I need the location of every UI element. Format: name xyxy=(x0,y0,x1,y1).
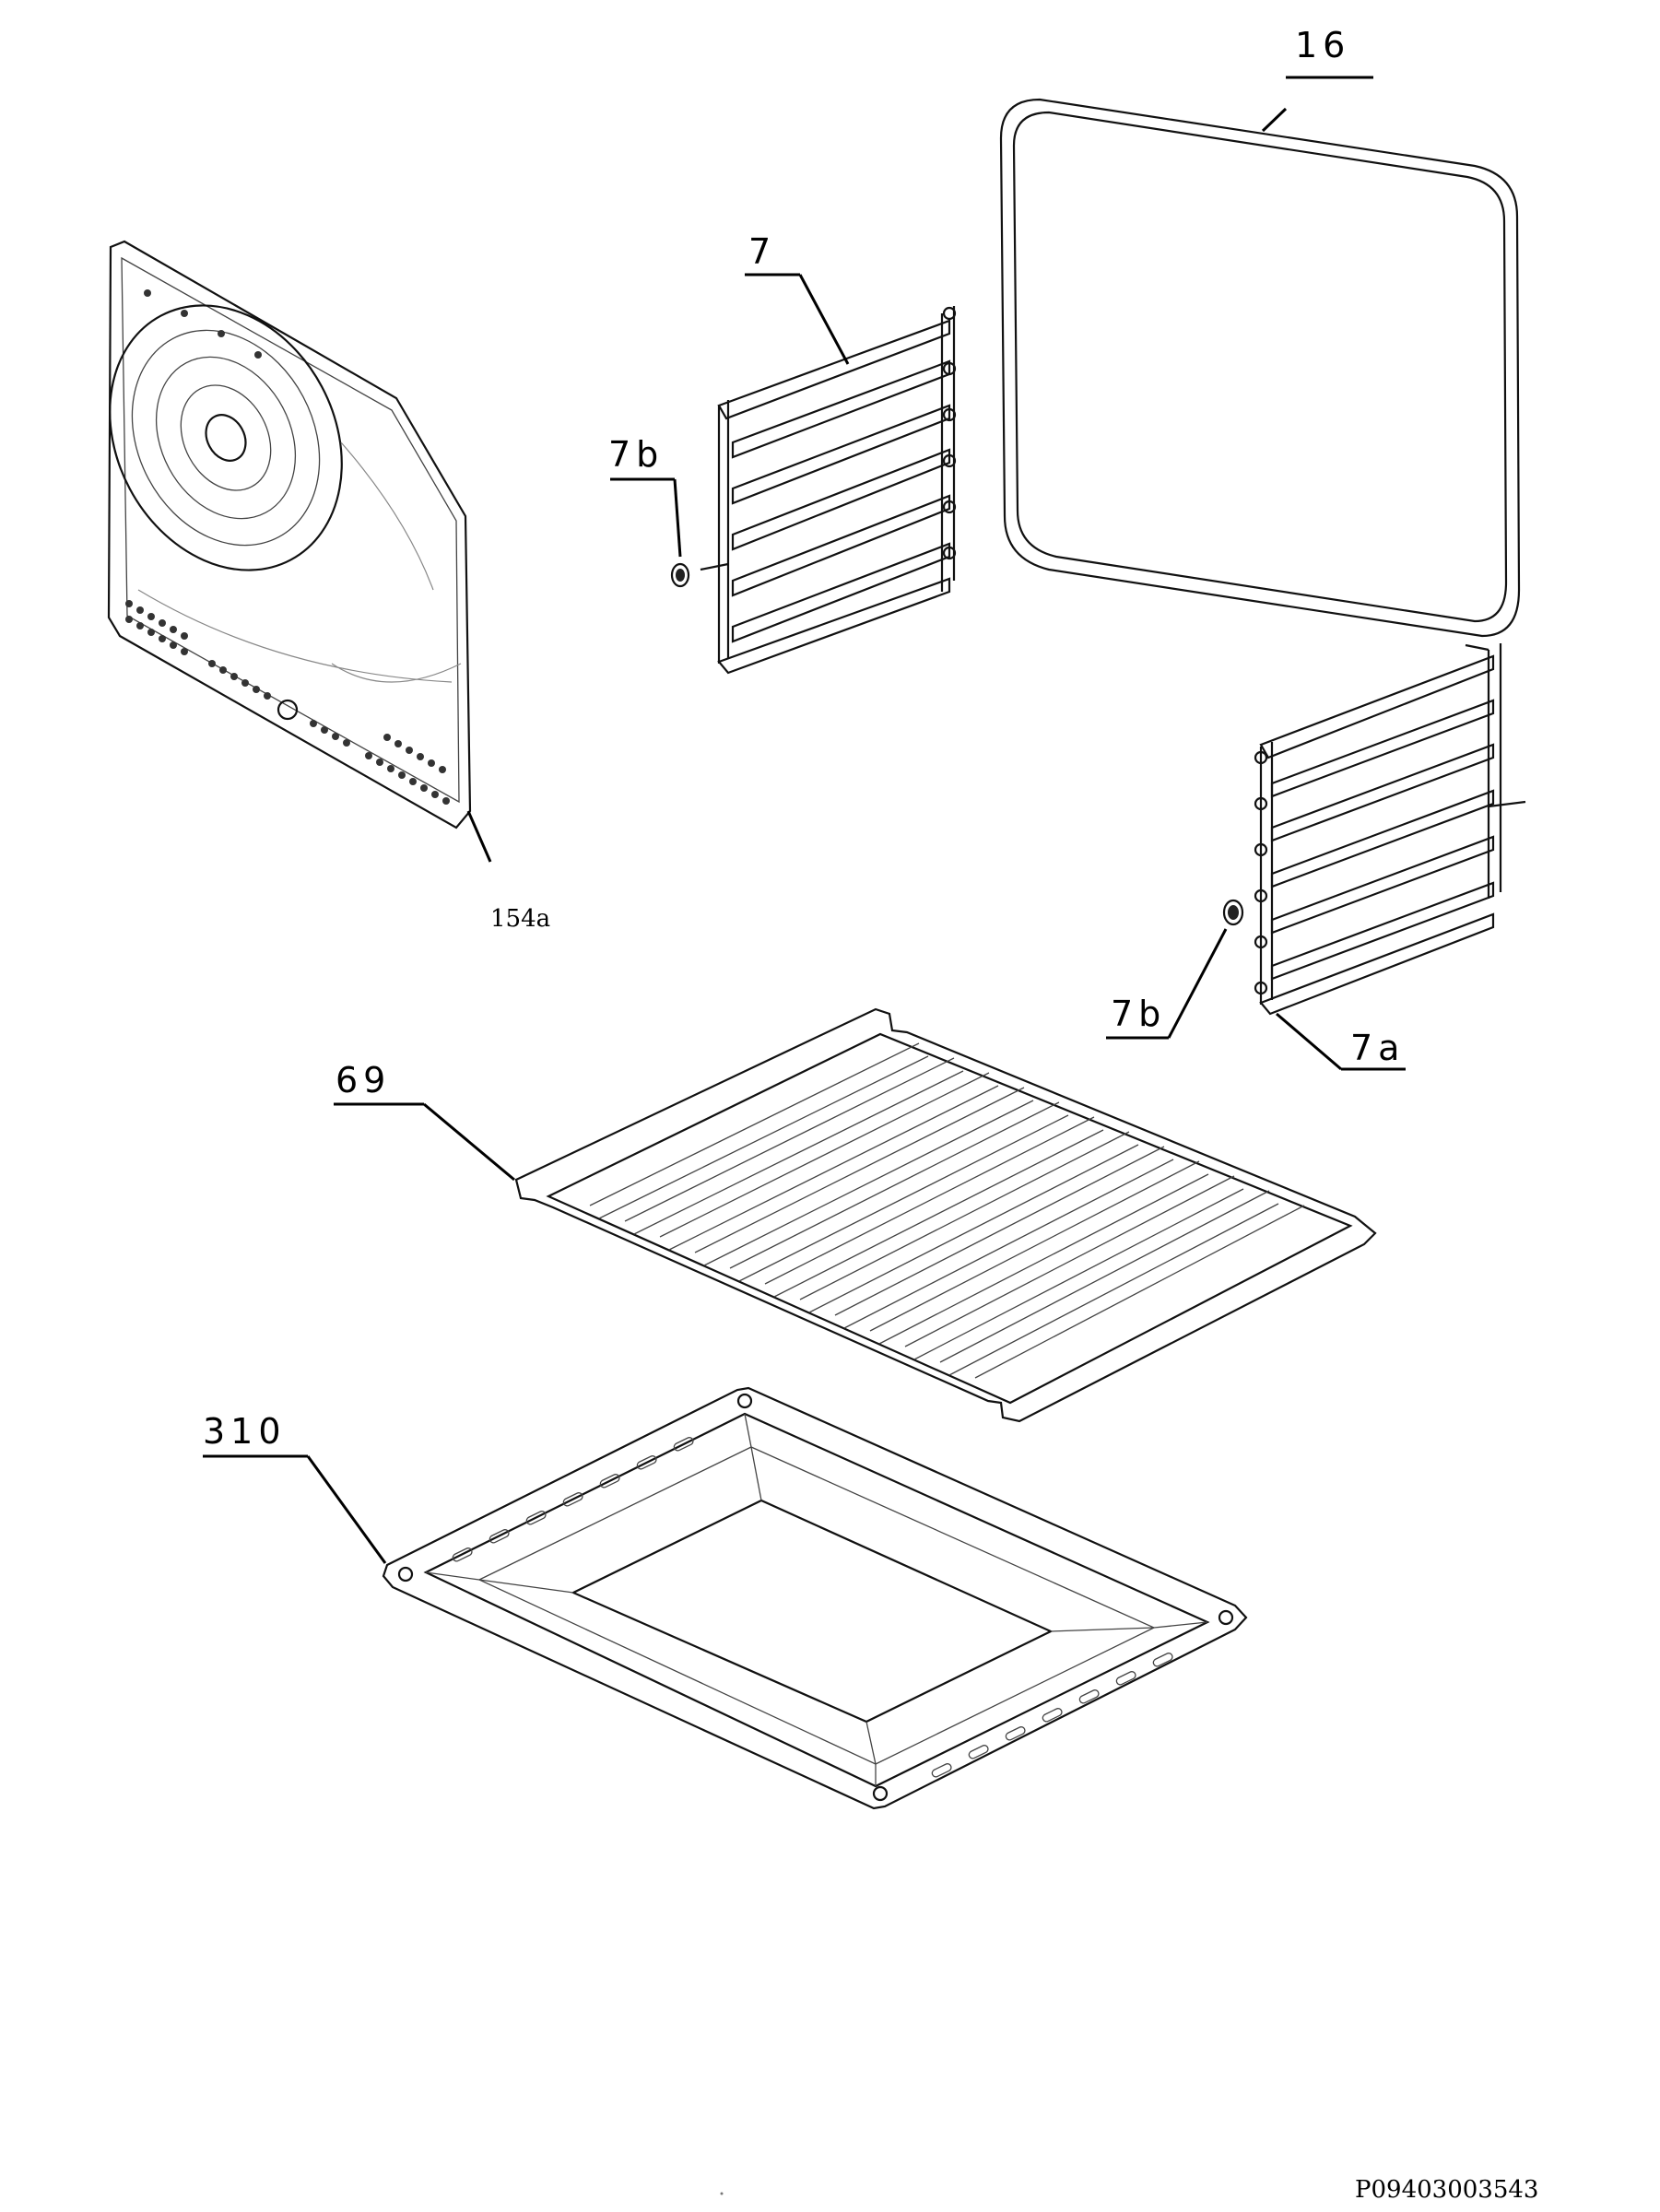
frame-gasket-part: 16 xyxy=(999,25,1521,638)
baking-tray-label: 310 xyxy=(203,1411,287,1452)
stray-dot xyxy=(720,2192,724,2195)
wire-shelf-part: 69 xyxy=(334,1007,1377,1423)
vent-holes xyxy=(125,289,450,805)
baking-tray-part: 310 xyxy=(203,1386,1248,1810)
tray-slots xyxy=(452,1437,1173,1778)
shelf-support-right-part: 7a xyxy=(1254,643,1526,1071)
screw-right-part: 7b xyxy=(1106,899,1244,1040)
back-panel-label: 154a xyxy=(490,905,550,933)
shelf-support-left-label: 7 xyxy=(748,231,776,272)
shelf-wires xyxy=(589,1042,1305,1379)
drawing-reference: P09403003543 xyxy=(1355,2176,1538,2204)
frame-gasket-label: 16 xyxy=(1295,25,1350,65)
screw-right-label: 7b xyxy=(1111,994,1166,1034)
screw-left-label: 7b xyxy=(608,434,664,475)
wire-shelf-label: 69 xyxy=(336,1060,391,1100)
screw-left-part: 7b xyxy=(608,434,690,588)
back-panel-part: 154a xyxy=(107,240,550,933)
shelf-support-right-label: 7a xyxy=(1350,1028,1405,1068)
shelf-support-left-part: 7 xyxy=(700,231,957,675)
